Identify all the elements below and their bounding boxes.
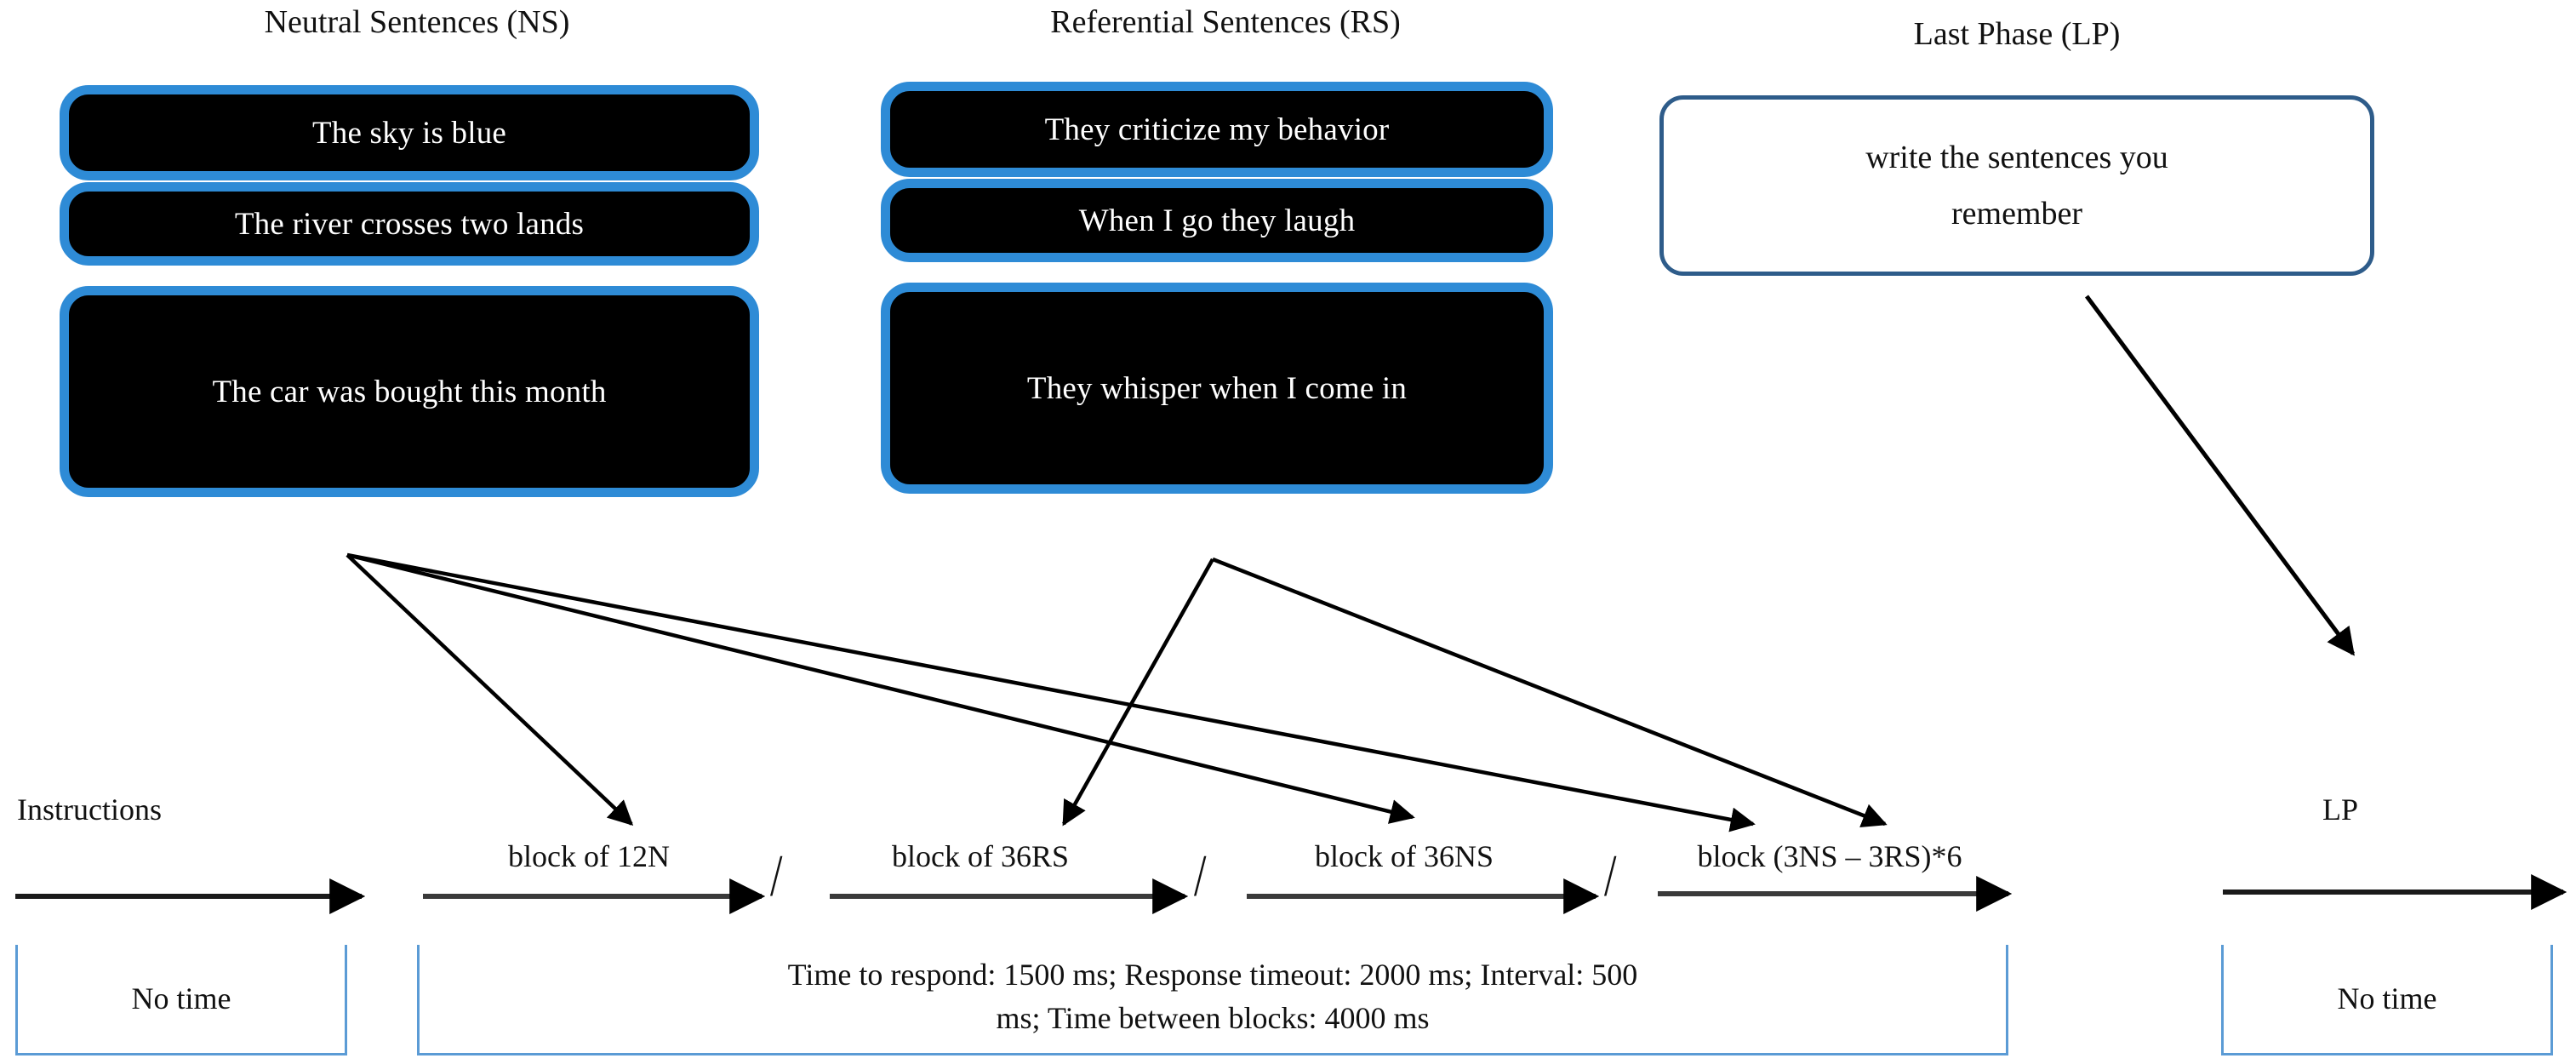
arrow-ns-to-block3 bbox=[346, 552, 1415, 824]
timeline-label-lp: LP bbox=[2322, 792, 2358, 827]
heading-neutral-sentences: Neutral Sentences (NS) bbox=[264, 4, 570, 40]
arrow-ns-to-block1 bbox=[346, 553, 634, 827]
arrow-lp-box-to-lp-timeline bbox=[2084, 295, 2356, 656]
timeline-separator-1: / bbox=[770, 844, 783, 909]
arrow-rs-to-block2 bbox=[1062, 558, 1214, 827]
referential-sentence-box-3: They whisper when I come in bbox=[881, 283, 1553, 494]
heading-referential-sentences: Referential Sentences (RS) bbox=[1050, 4, 1401, 40]
timeline-label-instructions: Instructions bbox=[17, 792, 162, 827]
last-phase-instruction-box: write the sentences you remember bbox=[1659, 95, 2374, 276]
neutral-sentence-box-1: The sky is blue bbox=[60, 85, 759, 180]
referential-sentence-box-1: They criticize my behavior bbox=[881, 82, 1553, 177]
timeline-label-block-2: block of 36RS bbox=[891, 839, 1069, 873]
timeline-label-block-3: block of 36NS bbox=[1315, 839, 1494, 873]
timeline-separator-2: / bbox=[1194, 844, 1207, 909]
timing-text-line-2: ms; Time between blocks: 4000 ms bbox=[996, 1000, 1430, 1035]
referential-sentence-box-2: When I go they laugh bbox=[881, 179, 1553, 262]
bracket-instructions-duration: No time bbox=[15, 945, 347, 1055]
arrow-ns-to-block4 bbox=[346, 552, 1756, 832]
neutral-sentence-box-3: The car was bought this month bbox=[60, 286, 759, 497]
last-phase-text-line-1: write the sentences you bbox=[1865, 139, 2168, 175]
neutral-sentence-box-2: The river crosses two lands bbox=[60, 182, 759, 266]
timeline-label-block-1: block of 12N bbox=[508, 839, 670, 873]
timeline-label-block-4: block (3NS – 3RS)*6 bbox=[1697, 839, 1962, 873]
timing-text-line-1: Time to respond: 1500 ms; Response timeo… bbox=[787, 958, 1638, 992]
bracket-timing-parameters: Time to respond: 1500 ms; Response timeo… bbox=[417, 945, 2008, 1055]
heading-last-phase: Last Phase (LP) bbox=[1913, 16, 2121, 52]
arrow-rs-to-block4 bbox=[1212, 557, 1888, 827]
lp-duration-text: No time bbox=[2337, 981, 2437, 1016]
bracket-lp-duration: No time bbox=[2221, 945, 2553, 1055]
last-phase-text-line-2: remember bbox=[1951, 196, 2083, 232]
instructions-duration-text: No time bbox=[131, 981, 231, 1016]
timeline-separator-3: / bbox=[1604, 844, 1617, 909]
